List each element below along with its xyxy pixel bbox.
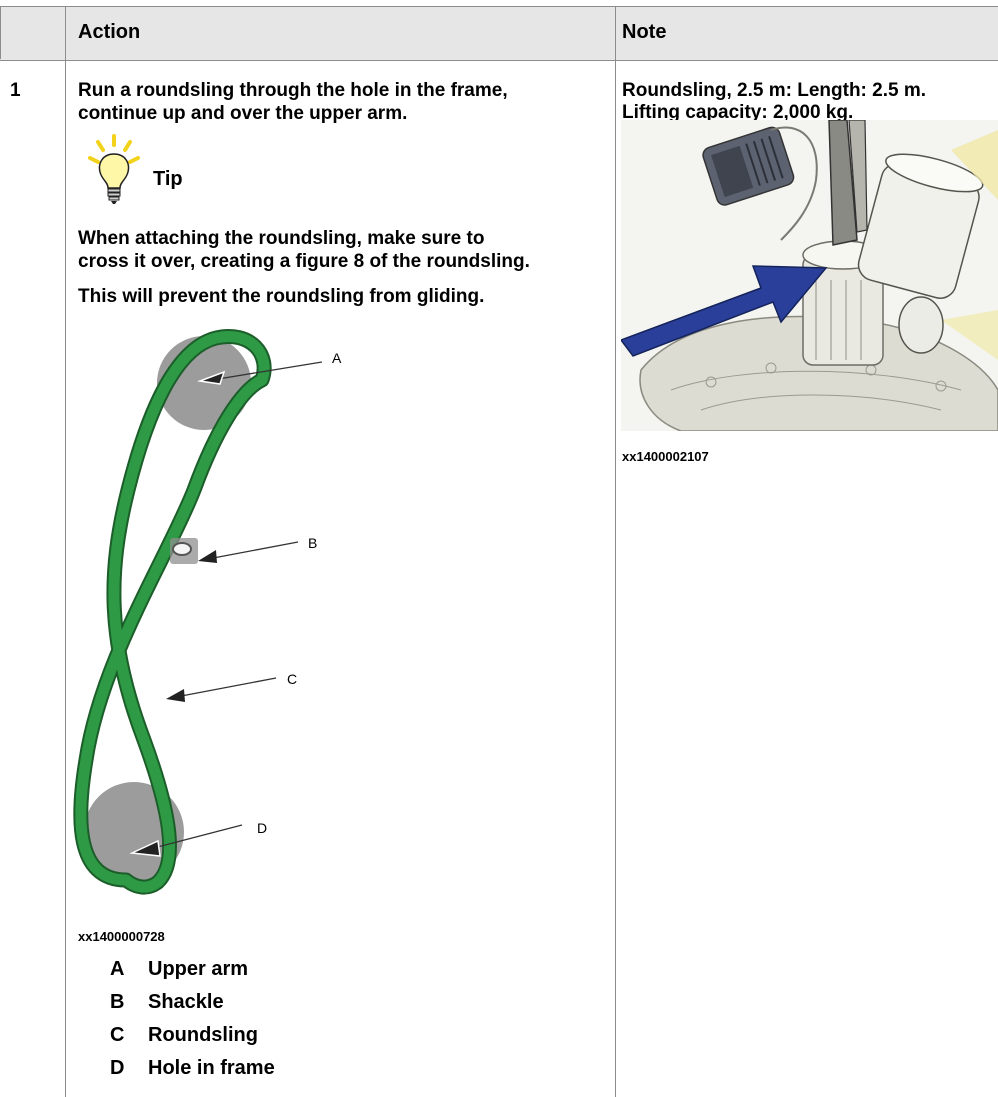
legend-item: A Upper arm xyxy=(110,958,248,981)
callout-label: B xyxy=(308,535,318,551)
callout-label: A xyxy=(332,350,342,366)
step-number: 1 xyxy=(10,80,21,101)
legend-label: Upper arm xyxy=(148,958,249,980)
tip-label: Tip xyxy=(153,168,183,190)
legend-key: B xyxy=(110,991,125,1013)
column-divider xyxy=(615,6,616,1097)
note-text-line: Roundsling, 2.5 m: Length: 2.5 m. xyxy=(622,80,927,101)
callout-label: C xyxy=(287,671,298,687)
legend-item: C Roundsling xyxy=(110,1024,258,1047)
column-divider xyxy=(0,6,1,59)
legend-item: B Shackle xyxy=(110,991,224,1014)
legend-item: D Hole in frame xyxy=(110,1057,275,1080)
tip-text-line: cross it over, creating a figure 8 of th… xyxy=(78,251,530,272)
action-text-line: continue up and over the upper arm. xyxy=(78,103,408,124)
lightbulb-icon xyxy=(88,134,140,204)
legend-key: A xyxy=(110,958,125,980)
note-text-line: Lifting capacity: 2,000 kg. xyxy=(622,102,854,123)
photo-id: xx1400002107 xyxy=(622,449,709,464)
header-note: Note xyxy=(622,21,667,43)
legend-label: Shackle xyxy=(148,991,224,1013)
action-text-line: Run a roundsling through the hole in the… xyxy=(78,80,508,101)
figure-id: xx1400000728 xyxy=(78,929,165,944)
tip-text-line: This will prevent the roundsling from gl… xyxy=(78,286,485,307)
legend-key: D xyxy=(110,1057,125,1079)
tip-text-line: When attaching the roundsling, make sure… xyxy=(78,228,485,249)
legend-label: Hole in frame xyxy=(148,1057,275,1079)
legend-label: Roundsling xyxy=(148,1024,258,1046)
callout-label: D xyxy=(257,820,268,836)
roundsling-figure xyxy=(73,329,323,895)
table-header-row xyxy=(0,6,998,61)
header-action: Action xyxy=(78,21,141,43)
column-divider xyxy=(65,6,66,1097)
robot-base-photo xyxy=(621,120,998,431)
legend-key: C xyxy=(110,1024,125,1046)
